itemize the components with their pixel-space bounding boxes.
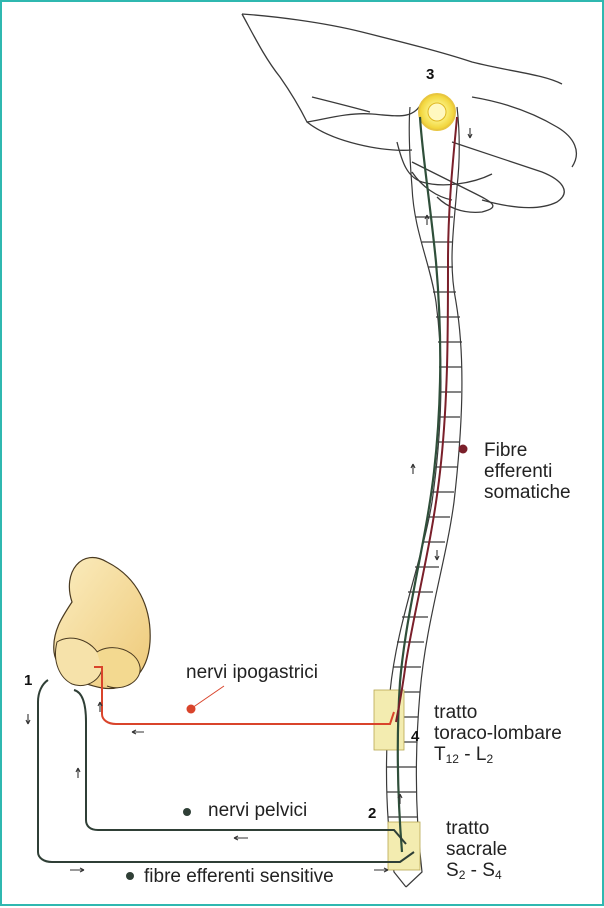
thoracolumbar-segments: T12 - L2: [434, 744, 562, 770]
thoracolumbar-label-line1: tratto: [434, 702, 562, 723]
segment-s4: S: [482, 860, 495, 881]
sensory-fiber: [38, 680, 414, 862]
marker-3: 3: [426, 66, 434, 83]
brainstem-nucleus-icon: [419, 94, 455, 130]
sacral-label-line1: tratto: [446, 818, 507, 839]
somatic-label-line3: somatiche: [484, 482, 571, 503]
pelvic-label: nervi pelvici: [208, 800, 307, 821]
segment-l: L: [476, 744, 487, 765]
thoracolumbar-label: tratto toraco-lombare T12 - L2: [434, 702, 562, 770]
segment-s2: S: [446, 860, 459, 881]
sacral-segments: S2 - S4: [446, 860, 507, 886]
thoracolumbar-label-line2: toraco-lombare: [434, 723, 562, 744]
hypogastric-pointer: [192, 686, 224, 708]
marker-1: 1: [24, 672, 32, 689]
hypogastric-label: nervi ipogastrici: [186, 662, 318, 683]
sacral-label-line2: sacrale: [446, 839, 507, 860]
sacral-label: tratto sacrale S2 - S4: [446, 818, 507, 886]
segment-t-sub: 12: [446, 752, 459, 766]
direction-arrow-icon: [26, 128, 472, 872]
segment-t: T: [434, 744, 446, 765]
somatic-efferent-label: Fibre efferenti somatiche: [484, 440, 571, 503]
segment-dash: -: [459, 744, 476, 765]
somatic-label-line1: Fibre: [484, 440, 571, 461]
segment-l-sub: 2: [486, 752, 493, 766]
marker-2: 2: [368, 805, 376, 822]
somatic-label-line2: efferenti: [484, 461, 571, 482]
marker-4: 4: [411, 728, 419, 745]
sensory-label: fibre efferenti sensitive: [144, 866, 334, 887]
segment-s4-sub: 4: [495, 868, 502, 882]
visceral-efferent-fiber: [396, 117, 457, 722]
segment-dash: -: [465, 860, 482, 881]
